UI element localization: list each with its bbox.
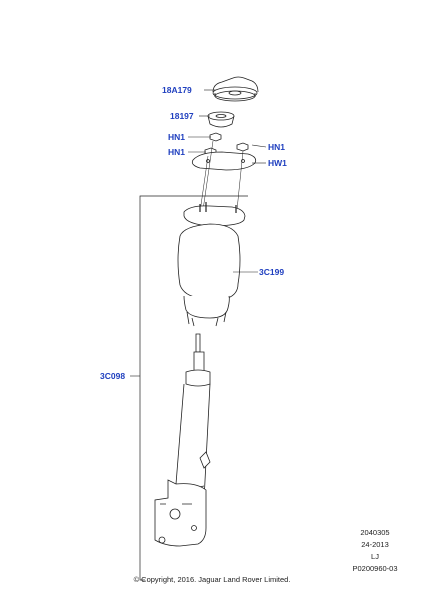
reference-code-4: P0200960-03 — [352, 564, 398, 573]
assembly-bracket — [139, 195, 248, 581]
bump-stop-part — [207, 111, 235, 128]
callout-hn1-left-bottom: HN1 — [168, 147, 186, 157]
callout-18A179: 18A179 — [162, 85, 192, 95]
top-mount-part — [212, 76, 259, 102]
callout-hw1: HW1 — [268, 158, 287, 168]
leader-lines — [130, 89, 267, 377]
callout-18197: 18197 — [170, 111, 194, 121]
callout-hn1-right: HN1 — [268, 142, 286, 152]
washer-plate-part — [191, 151, 257, 171]
reference-code-1: 2040305 — [360, 528, 390, 537]
air-spring-part — [177, 202, 246, 327]
callout-3C199: 3C199 — [259, 267, 285, 277]
reference-code-3: LJ — [371, 552, 379, 561]
copyright-notice: © Copyright, 2016. Jaguar Land Rover Lim… — [133, 575, 291, 584]
callout-3C098: 3C098 — [100, 371, 126, 381]
shock-absorber-part — [154, 333, 211, 547]
callout-hn1-left-top: HN1 — [168, 132, 186, 142]
reference-code-2: 24-2013 — [361, 540, 389, 549]
